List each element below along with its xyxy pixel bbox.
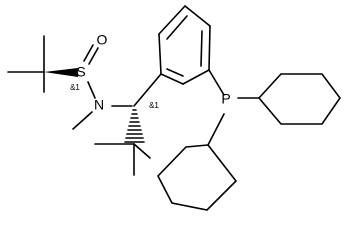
nitrogen-atom-label: N xyxy=(94,97,104,113)
tert-butyl-group-carbon xyxy=(94,143,151,176)
tert-butyl-group-sulfur xyxy=(7,35,78,93)
bond-aryl-phosphorus xyxy=(208,69,225,96)
benzene-ring xyxy=(158,5,211,85)
phosphorus-atom-label: P xyxy=(221,91,230,107)
stereo-label-sulfur: &1 xyxy=(70,83,80,92)
cyclohexyl-ring-bottom xyxy=(157,144,238,211)
sulfinyl-bond xyxy=(83,44,99,65)
oxygen-atom-label: O xyxy=(97,32,108,48)
stereo-label-carbon: &1 xyxy=(149,101,159,110)
chemical-structure-diagram: S O N P &1 &1 xyxy=(7,5,341,211)
wedge-bond-s-tbutyl xyxy=(44,68,78,77)
bond-s-n xyxy=(87,81,96,99)
cyclohexyl-ring-right xyxy=(257,73,341,125)
bond-stereocenter-aryl xyxy=(133,73,162,107)
hashed-wedge-bond xyxy=(124,109,145,143)
bond-n-methyl xyxy=(72,111,93,130)
bond-p-cyclohexyl-bottom xyxy=(207,113,225,146)
sulfur-atom-label: S xyxy=(76,64,85,80)
